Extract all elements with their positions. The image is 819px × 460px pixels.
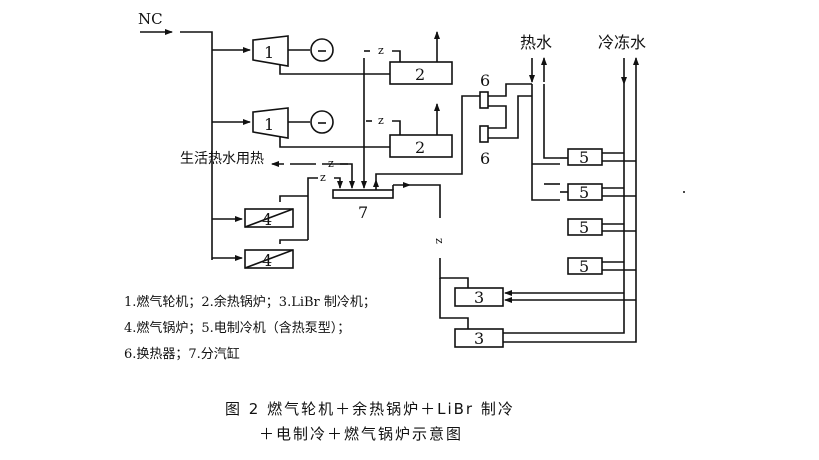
gas-turbine-label: 1	[264, 115, 274, 134]
legend-line-1: 1.燃气轮机；2.余热锅炉；3.LiBr 制冷机；	[124, 295, 376, 310]
electric-chiller-3: 5	[567, 218, 636, 237]
libr-chiller-label: 3	[474, 288, 484, 307]
svg-text:z: z	[433, 238, 446, 244]
steam-header-label: 7	[358, 203, 368, 222]
electric-chiller-2: 5	[560, 183, 636, 202]
caption-line-2: ＋电制冷＋燃气锅炉示意图	[259, 425, 464, 443]
svg-text:z: z	[328, 157, 334, 170]
electric-chiller-label: 5	[579, 218, 589, 237]
libr-chiller-2: 3	[454, 328, 504, 348]
libr-chiller-label: 3	[474, 329, 484, 348]
electric-chiller-label: 5	[579, 148, 589, 167]
electric-chiller-label: 5	[579, 183, 589, 202]
nc-label: NC	[138, 10, 163, 28]
hrsg-1: 2	[389, 31, 453, 85]
svg-text:z: z	[378, 44, 384, 57]
steam-header: 7 z	[332, 182, 469, 330]
gas-main-pipe	[180, 31, 251, 261]
gas-turbine-label: 1	[264, 43, 274, 62]
chilled-water-label: 冷冻水	[598, 33, 646, 52]
gas-boiler-1: 4	[244, 208, 294, 229]
gas-boiler-label: 4	[262, 251, 272, 270]
heat-exchanger-1: 6	[479, 71, 490, 109]
domestic-hot-water-label: 生活热水用热	[180, 151, 264, 167]
gas-turbine-2: 1	[252, 107, 334, 139]
gas-boiler-2: 4	[244, 249, 294, 270]
generator-icon	[310, 38, 334, 62]
hrsg-label: 2	[415, 138, 425, 157]
legend: 1.燃气轮机；2.余热锅炉；3.LiBr 制冷机； 4.燃气锅炉；5.电制冷机（…	[124, 290, 376, 368]
electric-chiller-label: 5	[579, 257, 589, 276]
gas-boiler-label: 4	[262, 210, 272, 229]
legend-line-3: 6.换热器；7.分汽缸	[124, 347, 240, 362]
libr-chiller-1: 3	[454, 287, 636, 307]
electric-chiller-4: 5	[567, 257, 636, 276]
hrsg-label: 2	[415, 65, 425, 84]
hrsg-2: 2	[389, 103, 453, 158]
generator-icon	[310, 110, 334, 134]
heat-exchanger-label: 6	[480, 71, 490, 90]
hot-water-label: 热水	[520, 33, 552, 52]
caption-line-1: 图 2 燃气轮机＋余热锅炉＋LiBr 制冷	[225, 400, 515, 418]
heat-exchanger-label: 6	[480, 149, 490, 168]
figure-caption: 图 2 燃气轮机＋余热锅炉＋LiBr 制冷 ＋电制冷＋燃气锅炉示意图	[225, 398, 515, 444]
gas-turbine-1: 1	[252, 35, 334, 67]
legend-line-2: 4.燃气锅炉；5.电制冷机（含热泵型）；	[124, 321, 351, 336]
electric-chiller-1: 5	[560, 148, 636, 167]
svg-text:z: z	[378, 114, 384, 127]
svg-text:z: z	[320, 171, 326, 184]
heat-exchanger-2: 6	[479, 125, 490, 168]
